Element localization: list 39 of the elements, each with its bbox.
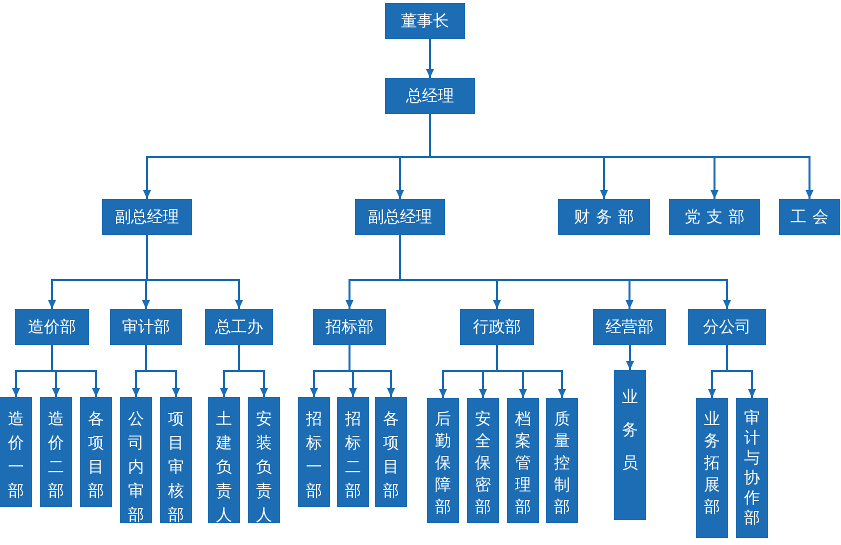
department-box: 项目审核部 [160,397,192,523]
department-box: 安全保密部 [467,398,499,523]
department-box: 造价二部 [40,397,72,507]
connector-arrow [496,345,566,398]
connector-arrow [145,345,180,397]
department-box: 行政部 [460,309,534,345]
department-box: 审计与协作部 [736,398,768,538]
department-box: 党支部 [669,199,760,235]
department-box: 各项目部 [375,397,407,507]
department-box: 副总经理 [355,199,445,235]
department-box: 工会 [779,199,840,235]
department-box: 土建负责人 [208,397,240,523]
department-box: 安装负责人 [248,397,280,523]
department-box: 各项目部 [80,397,112,507]
department-box: 总工办 [205,309,273,345]
department-box: 财务部 [558,199,650,235]
department-box: 造价部 [15,309,89,345]
connector-arrow [626,345,634,370]
connector-arrow [238,345,268,397]
department-box: 业务员 [614,370,646,520]
department-box: 经营部 [593,309,666,345]
department-box: 董事长 [385,3,465,39]
department-box: 后勤保障部 [427,398,459,523]
department-box: 招标一部 [298,397,330,507]
connector-arrow [726,345,756,398]
department-box: 质量控制部 [546,398,578,523]
department-box: 审计部 [110,309,182,345]
department-box: 业务拓展部 [696,398,728,538]
department-box: 档案管理部 [507,398,539,523]
department-box: 公司内审部 [120,397,152,523]
department-box: 总经理 [385,78,475,114]
department-box: 招标部 [313,309,386,345]
connector-arrow [51,345,100,397]
department-box: 副总经理 [102,199,192,235]
department-box: 造价一部 [0,397,32,507]
connector-arrow [426,39,434,78]
department-box: 招标二部 [337,397,369,507]
connector-arrow [399,235,731,309]
department-box: 分公司 [688,309,766,345]
